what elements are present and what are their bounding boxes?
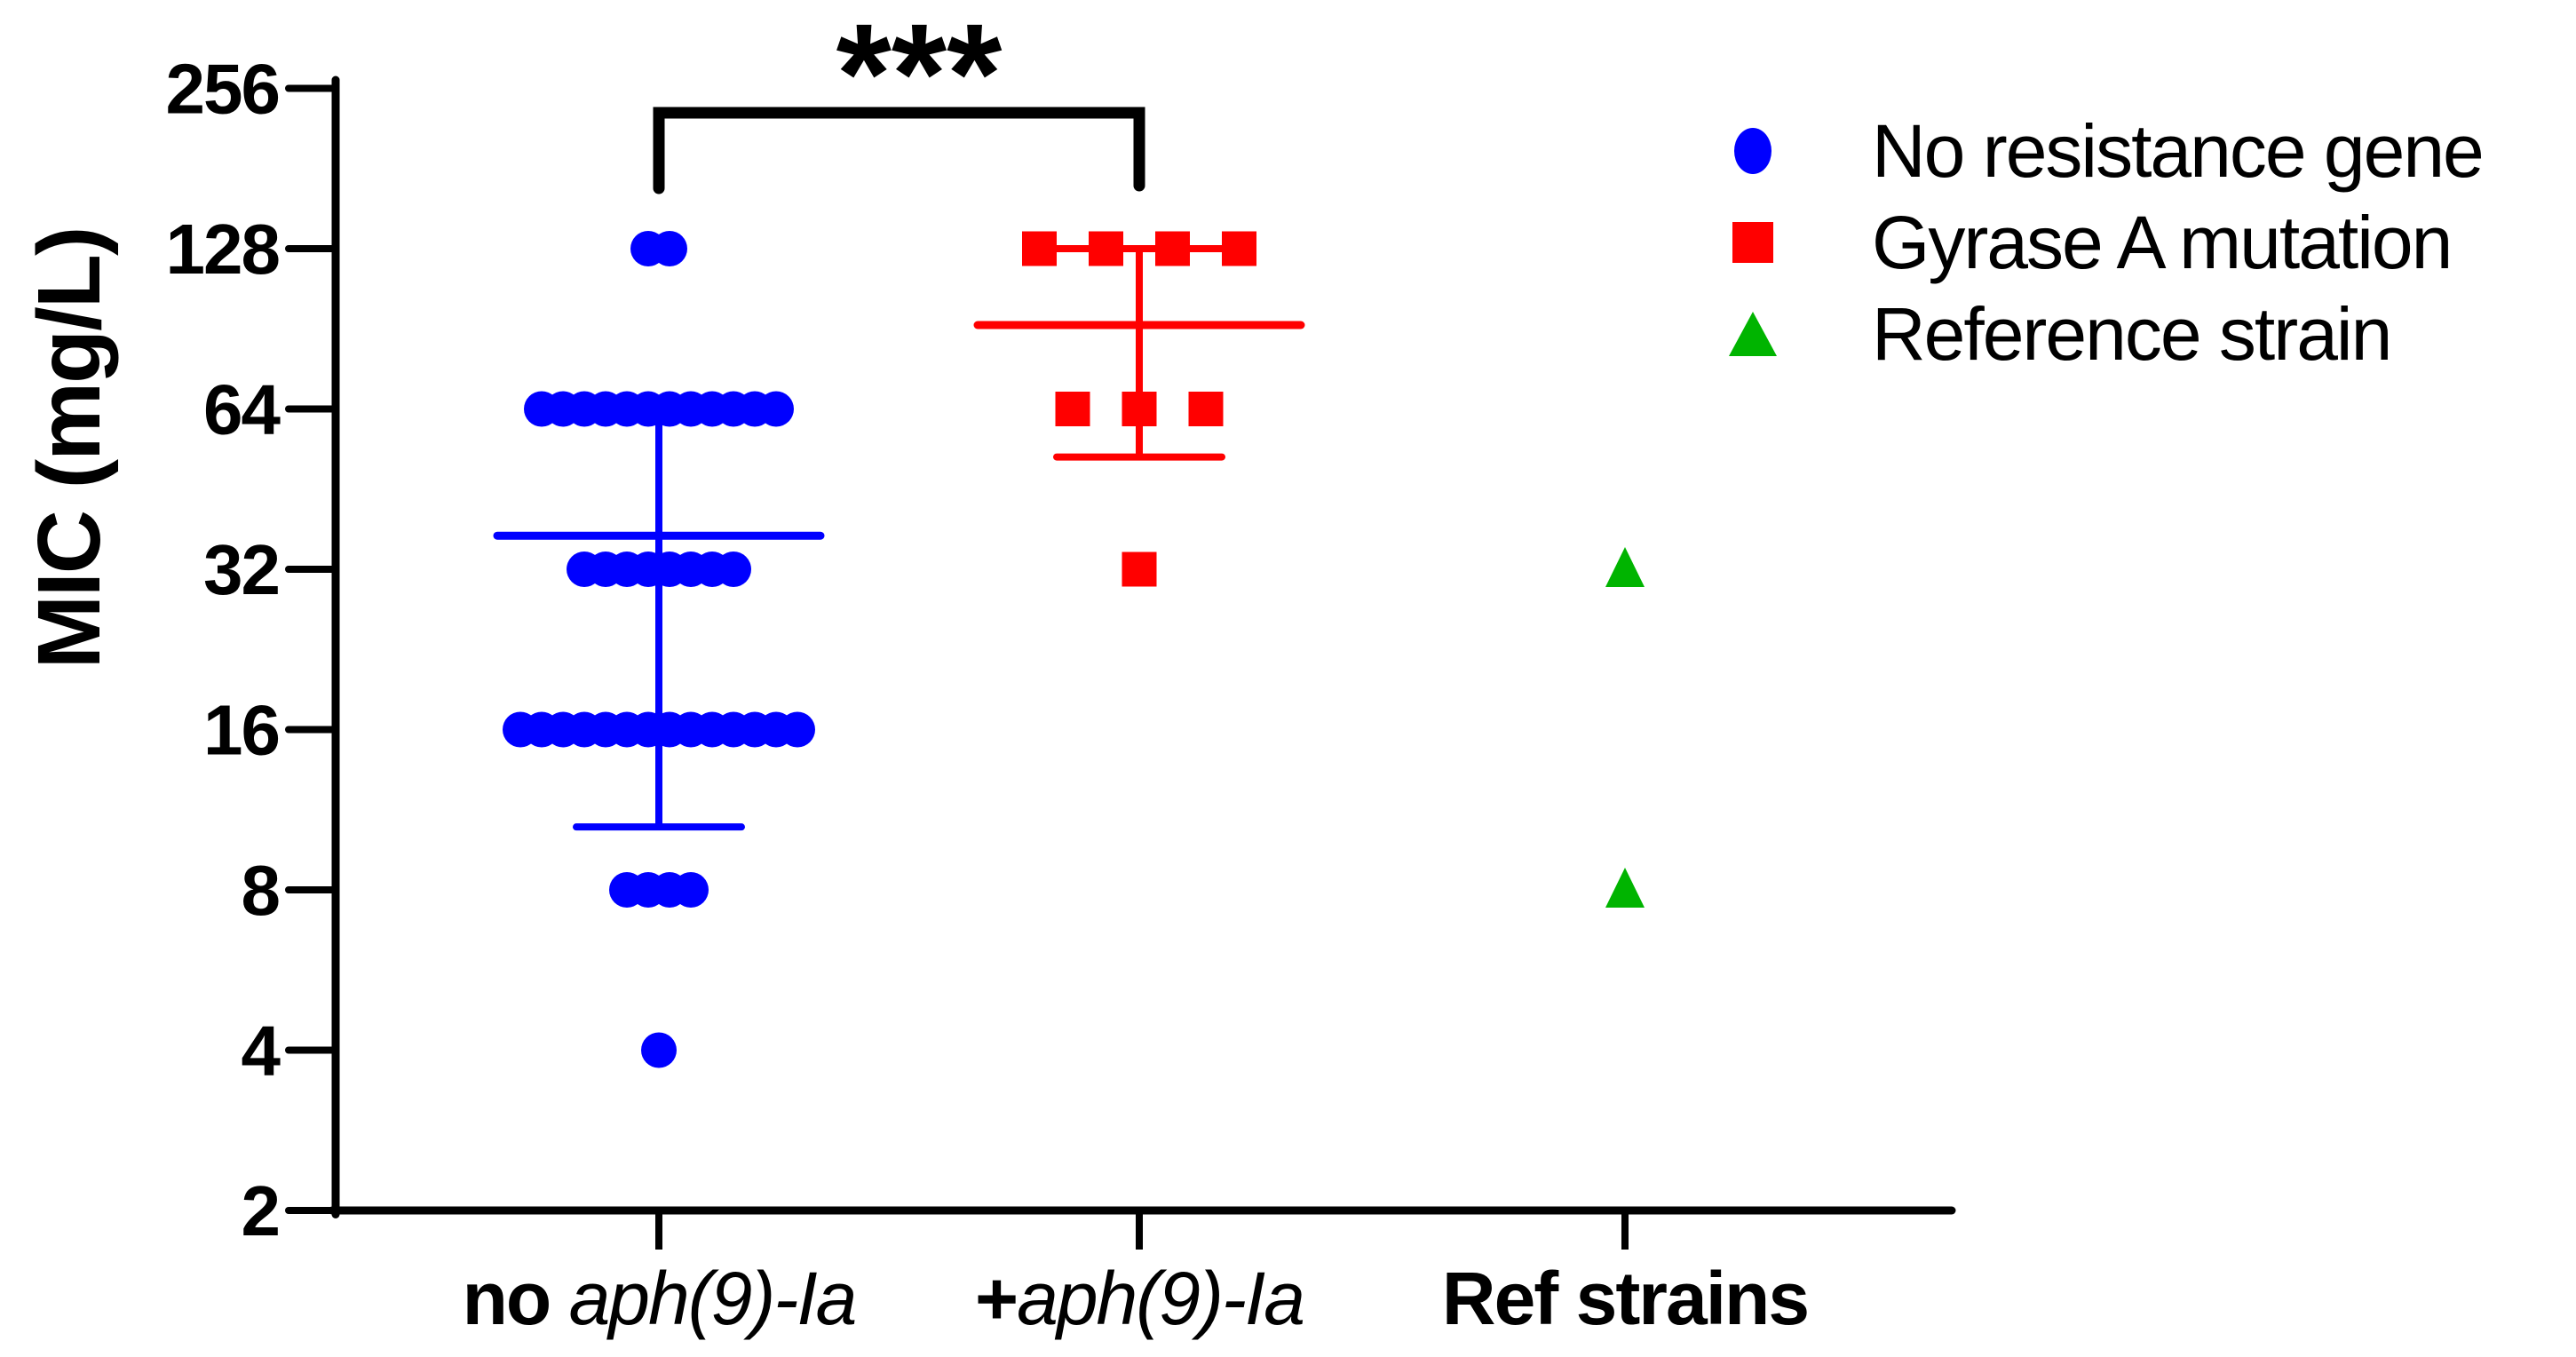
data-point-triangle xyxy=(1605,868,1645,908)
legend-marker-box xyxy=(1726,221,1779,263)
significance-stars: *** xyxy=(836,0,1003,153)
legend: No resistance gene Gyrase A mutation Ref… xyxy=(1726,105,2485,379)
x-label-prefix: + xyxy=(975,1257,1019,1340)
legend-row-no-resistance-gene: No resistance gene xyxy=(1726,105,2485,196)
data-point-circle xyxy=(758,391,794,427)
y-tick-label: 2 xyxy=(242,1171,280,1250)
green-triangle-icon xyxy=(1729,311,1777,356)
data-point-square xyxy=(1055,392,1090,426)
plot-area: 256 128 64 32 16 8 4 2 *** xyxy=(166,0,1956,1250)
data-point-square xyxy=(1222,231,1256,266)
data-point-circle xyxy=(641,1032,677,1068)
x-label-plus-aph9-Ia: +aph(9)-Ia xyxy=(975,1261,1305,1336)
y-tick-label: 256 xyxy=(166,50,279,129)
y-tick-label: 128 xyxy=(166,210,280,289)
x-label-prefix: no xyxy=(462,1257,569,1340)
data-point-square xyxy=(1089,231,1123,266)
legend-label: No resistance gene xyxy=(1872,108,2485,193)
legend-label: Reference strain xyxy=(1872,291,2392,376)
x-label-prefix: Ref strains xyxy=(1441,1257,1810,1340)
x-label-gene-italic: aph(9)-Ia xyxy=(1017,1257,1305,1340)
data-point-circle xyxy=(716,552,751,587)
data-point-square xyxy=(1122,392,1157,426)
x-label-no-aph9-Ia: no aph(9)-Ia xyxy=(463,1261,858,1336)
data-point-square xyxy=(1188,392,1224,426)
y-tick-label: 32 xyxy=(203,530,279,609)
y-tick-label: 64 xyxy=(203,370,281,449)
blue-circle-icon xyxy=(1734,127,1771,174)
data-point-square xyxy=(1122,552,1157,587)
red-square-icon xyxy=(1732,221,1773,263)
data-point-circle xyxy=(652,231,687,266)
legend-row-gyrase-a-mutation: Gyrase A mutation xyxy=(1726,196,2483,288)
data-point-square xyxy=(1155,231,1190,266)
data-point-circle xyxy=(673,872,709,908)
data-point-triangle xyxy=(1605,547,1645,587)
y-axis-title: MIC (mg/L) xyxy=(20,228,119,670)
legend-row-reference-strain: Reference strain xyxy=(1726,288,2483,379)
significance-bracket xyxy=(653,107,1145,194)
legend-label: Gyrase A mutation xyxy=(1872,200,2453,284)
y-tick-label: 4 xyxy=(242,1012,281,1091)
data-point-square xyxy=(1022,231,1057,266)
x-label-gene-italic: aph(9)-Ia xyxy=(568,1257,858,1340)
y-tick-label: 8 xyxy=(242,851,280,930)
data-point-circle xyxy=(780,711,815,748)
legend-marker-box xyxy=(1726,311,1779,356)
x-label-ref-strains: Ref strains xyxy=(1442,1261,1810,1336)
y-tick-label: 16 xyxy=(203,691,279,770)
legend-marker-box xyxy=(1726,127,1779,174)
